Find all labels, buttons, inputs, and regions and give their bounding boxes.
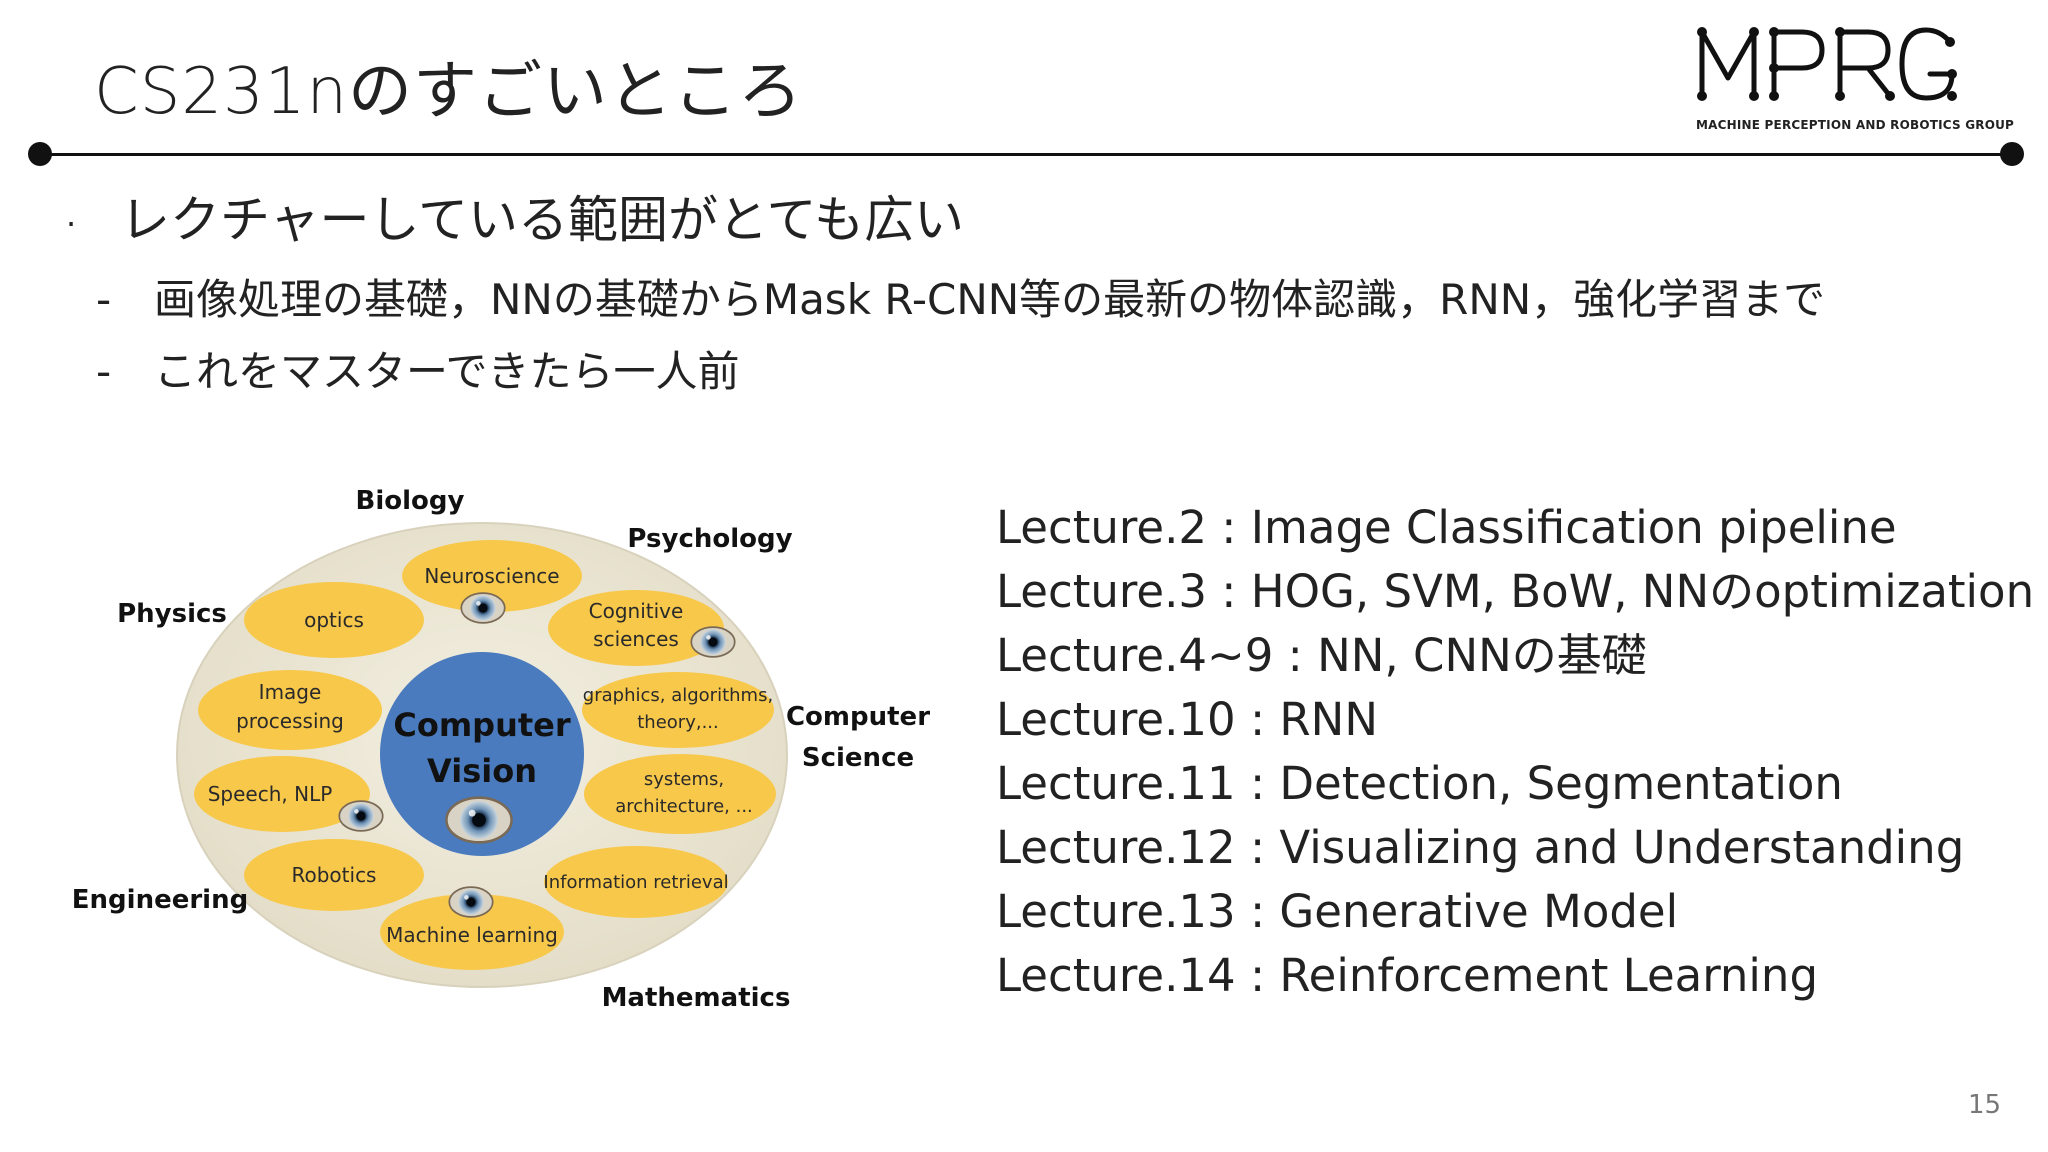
topic-label: sciences <box>593 627 679 651</box>
sub-bullet-text: 画像処理の基礎，NNの基礎からMask R-CNN等の最新の物体認識，RNN，強… <box>154 275 1826 324</box>
center-circle <box>380 652 584 856</box>
lecture-item: Lecture.4~9 : NN, CNNの基礎 <box>996 629 1647 682</box>
divider-right-dot <box>2000 142 2024 166</box>
lecture-item: Lecture.2 : Image Classification pipelin… <box>996 501 1897 554</box>
sub-bullet-marker: - <box>96 275 112 324</box>
sub-bullet-marker: - <box>96 347 112 396</box>
field-label: Psychology <box>627 524 792 554</box>
topic-label: Speech, NLP <box>208 782 333 806</box>
topic-cognitive-sciences <box>548 590 724 666</box>
logo-caption: MACHINE PERCEPTION AND ROBOTICS GROUP <box>1696 118 2015 132</box>
mprg-logo <box>1697 27 1957 101</box>
topic-label: Neuroscience <box>424 564 559 588</box>
topic-label: processing <box>236 709 344 733</box>
page-number: 15 <box>1968 1090 2002 1120</box>
topic-label: Machine learning <box>386 923 558 947</box>
sub-bullet: -画像処理の基礎，NNの基礎からMask R-CNN等の最新の物体認識，RNN，… <box>96 266 1825 327</box>
main-bullet: · レクチャーしている範囲がとても広い <box>66 180 964 252</box>
topic-optics <box>244 582 424 658</box>
sub-bullet-text: これをマスターできたら一人前 <box>154 347 740 396</box>
eye-icon <box>460 592 506 624</box>
slide-title: CS231nのすごいところ <box>94 55 804 129</box>
sub-bullet: -これをマスターできたら一人前 <box>96 338 739 399</box>
lecture-list: Lecture.2 : Image Classification pipelin… <box>996 496 2034 1008</box>
computer-vision-diagram: Neuroscience optics Cognitive sciences I… <box>72 486 930 1013</box>
center-label: Vision <box>427 752 537 790</box>
lecture-item: Lecture.14 : Reinforcement Learning <box>996 949 1819 1002</box>
topic-neuroscience <box>402 540 582 612</box>
topic-label: Information retrieval <box>543 872 728 893</box>
field-label: Physics <box>117 599 227 629</box>
lecture-item: Lecture.13 : Generative Model <box>996 885 1679 938</box>
topic-robotics <box>244 839 424 911</box>
eye-icon <box>338 800 384 832</box>
center-label: Computer <box>393 706 571 744</box>
topic-label: Cognitive <box>589 599 684 623</box>
lecture-item: Lecture.12 : Visualizing and Understandi… <box>996 821 1965 874</box>
title-divider <box>38 153 2014 156</box>
main-bullet-text: レクチャーしている範囲がとても広い <box>120 191 964 249</box>
topic-bubbles <box>194 540 776 970</box>
topic-speech-nlp <box>194 756 370 832</box>
topic-label: architecture, ... <box>615 796 753 817</box>
lecture-item: Lecture.10 : RNN <box>996 693 1378 746</box>
field-label: Computer <box>786 702 930 732</box>
topic-systems <box>584 754 776 834</box>
lecture-item: Lecture.11 : Detection, Segmentation <box>996 757 1843 810</box>
topic-graphics <box>582 672 774 748</box>
topic-label: optics <box>304 608 364 632</box>
eye-icon <box>445 796 513 844</box>
eye-icon <box>448 886 494 918</box>
field-label: Mathematics <box>602 983 791 1013</box>
topic-label: systems, <box>644 769 724 790</box>
divider-left-dot <box>28 142 52 166</box>
field-label: Engineering <box>72 885 248 915</box>
field-label: Science <box>802 743 914 773</box>
topic-machine-learning <box>380 894 564 970</box>
topic-label: Image <box>259 680 322 704</box>
lecture-item: Lecture.3 : HOG, SVM, BoW, NNのoptimizati… <box>996 565 2035 618</box>
topic-label: Robotics <box>292 863 377 887</box>
topic-image-processing <box>198 670 382 750</box>
topic-label: theory,... <box>637 712 719 733</box>
topic-label: graphics, algorithms, <box>583 685 773 706</box>
main-bullet-marker: · <box>66 204 77 243</box>
topic-information-retrieval <box>544 846 728 918</box>
eye-icon <box>690 626 736 658</box>
field-label: Biology <box>356 486 465 516</box>
